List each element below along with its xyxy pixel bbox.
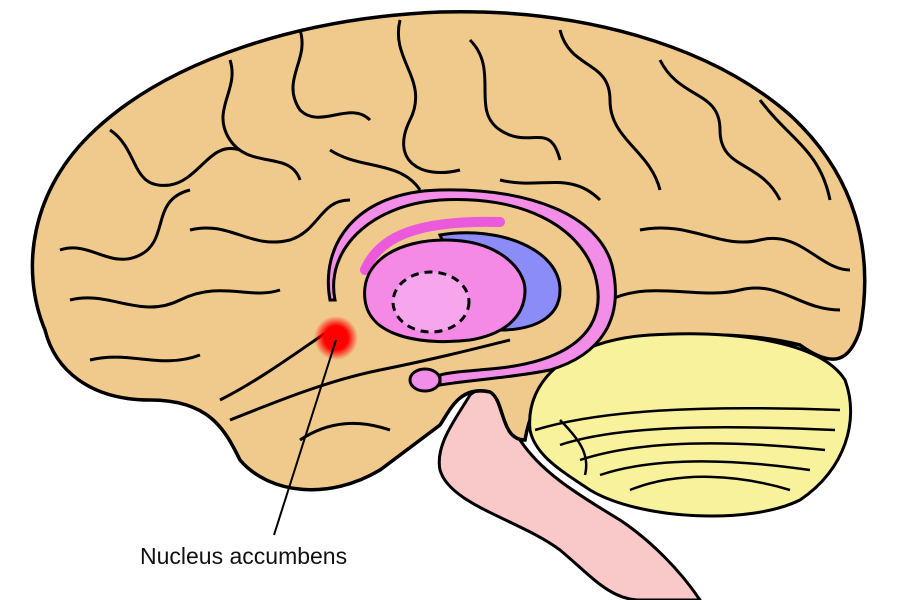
cingulate-fornix [326, 188, 617, 387]
fornix-highlight [360, 216, 505, 275]
cerebellum-folia [534, 406, 841, 492]
dashed-region [391, 270, 471, 334]
mammillary-body [408, 367, 442, 393]
gyri-lines [59, 19, 851, 442]
nucleus-accumbens-marker [314, 316, 358, 360]
nucleus-accumbens-label: Nucleus accumbens [140, 543, 348, 569]
label-pointer-line [273, 339, 337, 536]
cerebellum [528, 332, 853, 518]
